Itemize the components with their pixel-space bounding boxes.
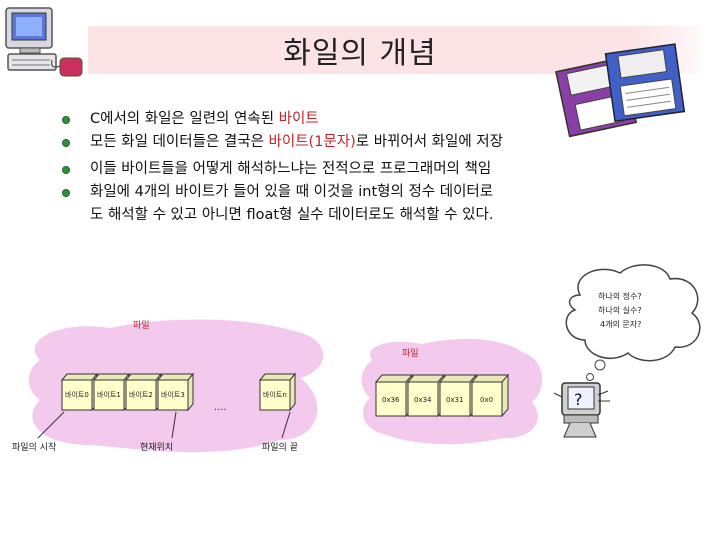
svg-text:바이트0: 바이트0 bbox=[65, 390, 89, 399]
bullet-item: C에서의 화일은 일련의 연속된 바이트 bbox=[62, 108, 712, 131]
current-position-label: 현재위치 bbox=[140, 441, 173, 453]
svg-text:바이트1: 바이트1 bbox=[97, 390, 121, 399]
svg-text:0x34: 0x34 bbox=[414, 396, 432, 404]
byte-box-n: 바이트n bbox=[258, 372, 297, 412]
svg-text:바이트n: 바이트n bbox=[263, 390, 287, 399]
bullet-list: C에서의 화일은 일련의 연속된 바이트 모든 화일 데이터들은 결국은 바이트… bbox=[62, 108, 712, 227]
end-label: 파일의 끝 bbox=[262, 442, 298, 453]
file-diagram-2: 파일 0x36 0x34 0x31 0x0 bbox=[361, 338, 543, 445]
computer-icon bbox=[5, 7, 83, 77]
file-label-2: 파일 bbox=[402, 348, 419, 359]
byte-box-group: 바이트0 바이트1 바이트2 바이트3 바이트n bbox=[60, 372, 297, 412]
svg-text:0x31: 0x31 bbox=[446, 396, 464, 404]
byte-box-0: 바이트0 bbox=[60, 372, 99, 412]
svg-text:바이트2: 바이트2 bbox=[129, 390, 153, 399]
byte-box-1: 바이트1 bbox=[92, 372, 131, 412]
thought-dot bbox=[594, 359, 606, 371]
end-arrow bbox=[281, 411, 291, 439]
bullet-item: 모든 화일 데이터들은 결국은 바이트(1문자)로 바뀌어서 화일에 저장 bbox=[62, 131, 712, 154]
svg-text:0x0: 0x0 bbox=[480, 396, 493, 404]
floppy-disk-icon bbox=[555, 43, 686, 138]
hex-box-1: 0x34 bbox=[406, 373, 446, 418]
hex-box-group: 0x36 0x34 0x31 0x0 bbox=[374, 373, 510, 418]
bullet-item: 이들 바이트들을 어떻게 해석하느냐는 전적으로 프로그래머의 책임 bbox=[62, 158, 712, 181]
current-arrow bbox=[171, 411, 177, 439]
svg-text:?: ? bbox=[574, 390, 583, 409]
hex-box-3: 0x0 bbox=[470, 373, 510, 418]
thought-bubble bbox=[565, 264, 701, 362]
ellipsis: .... bbox=[214, 402, 227, 413]
thought-illustration: 하나의 정수? 하나의 실수? 4개의 문자? ? bbox=[553, 264, 701, 438]
file-diagram-1: 파일 바이트0 바이트1 바이트2 바이트3 바이트n .... bbox=[12, 319, 324, 453]
hex-box-0: 0x36 bbox=[374, 373, 414, 418]
thought-dot bbox=[586, 373, 594, 381]
page-title: 화일의 개념 bbox=[283, 36, 437, 71]
thought-line-3: 4개의 문자? bbox=[600, 319, 641, 329]
hex-box-2: 0x31 bbox=[438, 373, 478, 418]
thought-line-1: 하나의 정수? bbox=[598, 291, 642, 301]
thought-line-2: 하나의 실수? bbox=[598, 305, 642, 315]
start-label: 파일의 시작 bbox=[12, 442, 56, 453]
svg-text:0x36: 0x36 bbox=[382, 396, 400, 404]
file-label-1: 파일 bbox=[133, 320, 150, 331]
start-arrow bbox=[37, 411, 65, 439]
byte-box-2: 바이트2 bbox=[124, 372, 163, 412]
confused-computer-icon: ? bbox=[553, 382, 610, 438]
svg-text:바이트3: 바이트3 bbox=[161, 390, 185, 399]
byte-box-3: 바이트3 bbox=[156, 372, 195, 412]
